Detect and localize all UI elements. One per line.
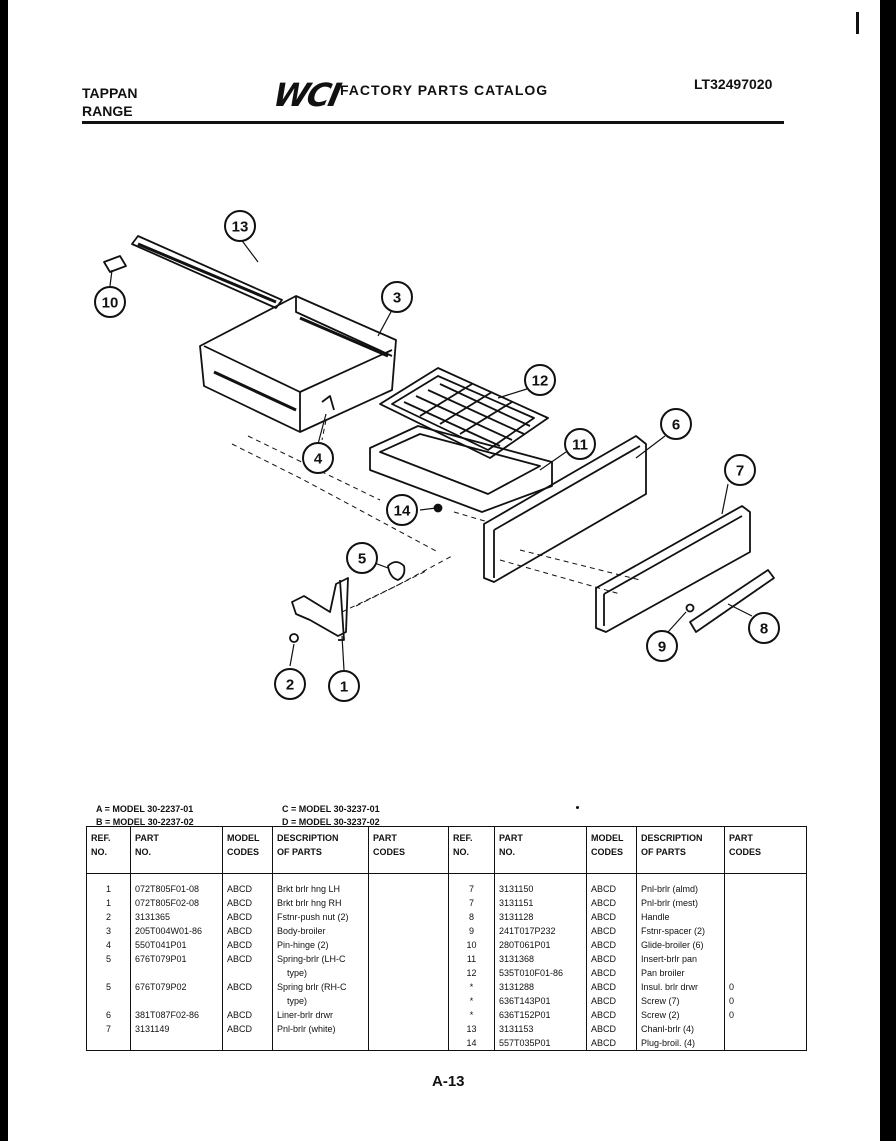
broiler-pan-part [369, 425, 553, 513]
model-legend-left: A = MODEL 30-2237-01 B = MODEL 30-2237-0… [96, 803, 194, 829]
appliance-label: TAPPAN RANGE [82, 84, 137, 120]
scan-edge-mark [856, 12, 859, 34]
callout-7 [724, 454, 756, 486]
appliance-type: RANGE [82, 103, 133, 119]
callout-label: 8 [760, 621, 768, 638]
callout-10 [94, 286, 126, 318]
broiler-insert-part [379, 367, 549, 459]
broiler-body-part [199, 295, 397, 433]
model-d: D = MODEL 30-3237-02 [282, 817, 380, 827]
callout-label: 2 [286, 677, 294, 694]
callout-label: 1 [340, 679, 348, 696]
callout-3 [381, 281, 413, 313]
catalog-title: FACTORY PARTS CATALOG [340, 82, 549, 98]
speck [576, 806, 579, 809]
handle-part [689, 569, 775, 633]
broiler-front-panel-part [595, 505, 751, 633]
header-ref: REF.NO. [86, 826, 131, 874]
model-legend-right: C = MODEL 30-3237-01 D = MODEL 30-3237-0… [282, 803, 380, 829]
callout-label: 11 [572, 437, 588, 454]
brand-name: TAPPAN [82, 85, 138, 101]
callout-label: 4 [314, 451, 323, 468]
callout-label: 14 [394, 503, 411, 520]
callout-2 [274, 668, 306, 700]
pin-part [321, 395, 335, 411]
callout-11 [564, 428, 596, 460]
callout-label: 10 [102, 295, 119, 312]
plug-part [103, 255, 127, 273]
callout-1 [328, 670, 360, 702]
screw-part [685, 603, 695, 613]
header-rule [82, 121, 784, 124]
callout-6 [660, 408, 692, 440]
callout-label: 7 [736, 463, 744, 480]
broiler-channel-part [131, 235, 283, 309]
callout-label: 6 [672, 417, 680, 434]
callout-label: 9 [658, 639, 666, 656]
model-a: A = MODEL 30-2237-01 [96, 804, 194, 814]
page-number: A-13 [432, 1073, 465, 1090]
callout-label: 3 [393, 290, 401, 307]
broiler-liner-part [483, 435, 647, 583]
callout-label: 5 [358, 551, 366, 568]
model-b: B = MODEL 30-2237-02 [96, 817, 194, 827]
exploded-parts-diagram: 13 10 3 12 4 6 11 7 14 5 9 8 2 1 [94, 210, 780, 702]
callout-14 [386, 494, 418, 526]
catalog-number: LT32497020 [694, 76, 773, 92]
header-ref: REF.NO. [448, 826, 495, 874]
callout-9 [646, 630, 678, 662]
push-nut-part [289, 633, 299, 643]
callout-5 [346, 542, 378, 574]
spring-part [387, 561, 406, 581]
model-c: C = MODEL 30-3237-01 [282, 804, 380, 814]
left-codes-column [368, 873, 449, 1051]
callout-12 [524, 364, 556, 396]
callout-8 [748, 612, 780, 644]
hinge-bracket-part [291, 577, 349, 637]
callout-label: 13 [232, 219, 249, 236]
callout-label: 12 [532, 373, 549, 390]
callout-4 [302, 442, 334, 474]
callout-13 [224, 210, 256, 242]
